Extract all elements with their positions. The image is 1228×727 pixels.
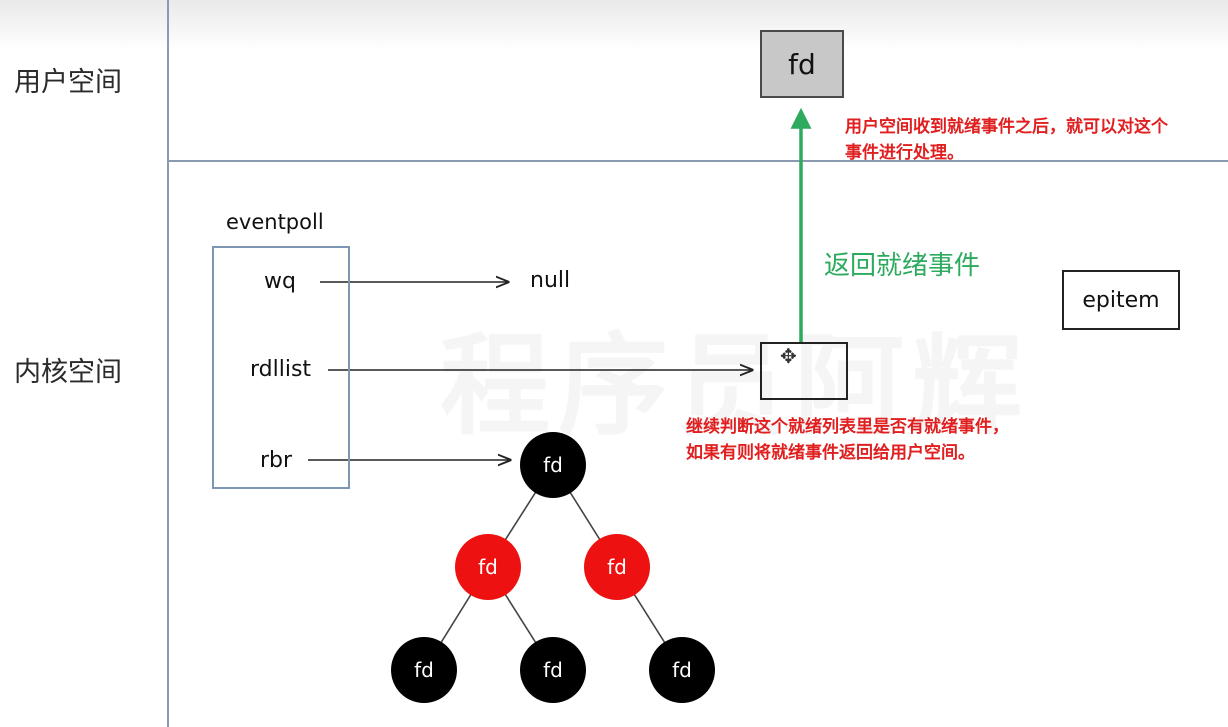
- tree-node-root: fd: [520, 432, 586, 498]
- user-handle-line-2: 事件进行处理。: [845, 143, 964, 163]
- tree-node-left-right: fd: [520, 637, 586, 703]
- ready-list-box: [760, 342, 848, 400]
- watermark: 程序员阿辉: [440, 322, 1030, 450]
- check-list-line-1: 继续判断这个就绪列表里是否有就绪事件，: [686, 417, 1009, 437]
- user-fd-box: fd: [760, 30, 844, 98]
- user-handle-line-1: 用户空间收到就绪事件之后，就可以对这个: [845, 117, 1168, 137]
- epitem-box: epitem: [1062, 270, 1180, 330]
- check-list-line-2: 如果有则将就绪事件返回给用户空间。: [686, 443, 975, 463]
- field-rdllist: rdllist: [250, 357, 312, 382]
- user-handle-note: 用户空间收到就绪事件之后，就可以对这个 事件进行处理。: [845, 114, 1168, 166]
- wq-null: null: [530, 268, 571, 293]
- user-space-label: 用户空间: [14, 67, 122, 98]
- eventpoll-box: [212, 246, 350, 489]
- tree-node-right-right: fd: [649, 637, 715, 703]
- return-ready-label: 返回就绪事件: [824, 251, 981, 281]
- field-wq: wq: [264, 269, 296, 294]
- tree-node-left-left: fd: [391, 637, 457, 703]
- tree-node-right: fd: [584, 534, 650, 600]
- top-shade: [0, 0, 1228, 50]
- check-list-note: 继续判断这个就绪列表里是否有就绪事件， 如果有则将就绪事件返回给用户空间。: [686, 414, 1009, 466]
- tree-node-left: fd: [455, 534, 521, 600]
- kernel-space-label: 内核空间: [14, 357, 122, 388]
- cursor-icon: ✥: [780, 344, 797, 368]
- field-rbr: rbr: [260, 448, 293, 473]
- eventpoll-title: eventpoll: [226, 210, 324, 234]
